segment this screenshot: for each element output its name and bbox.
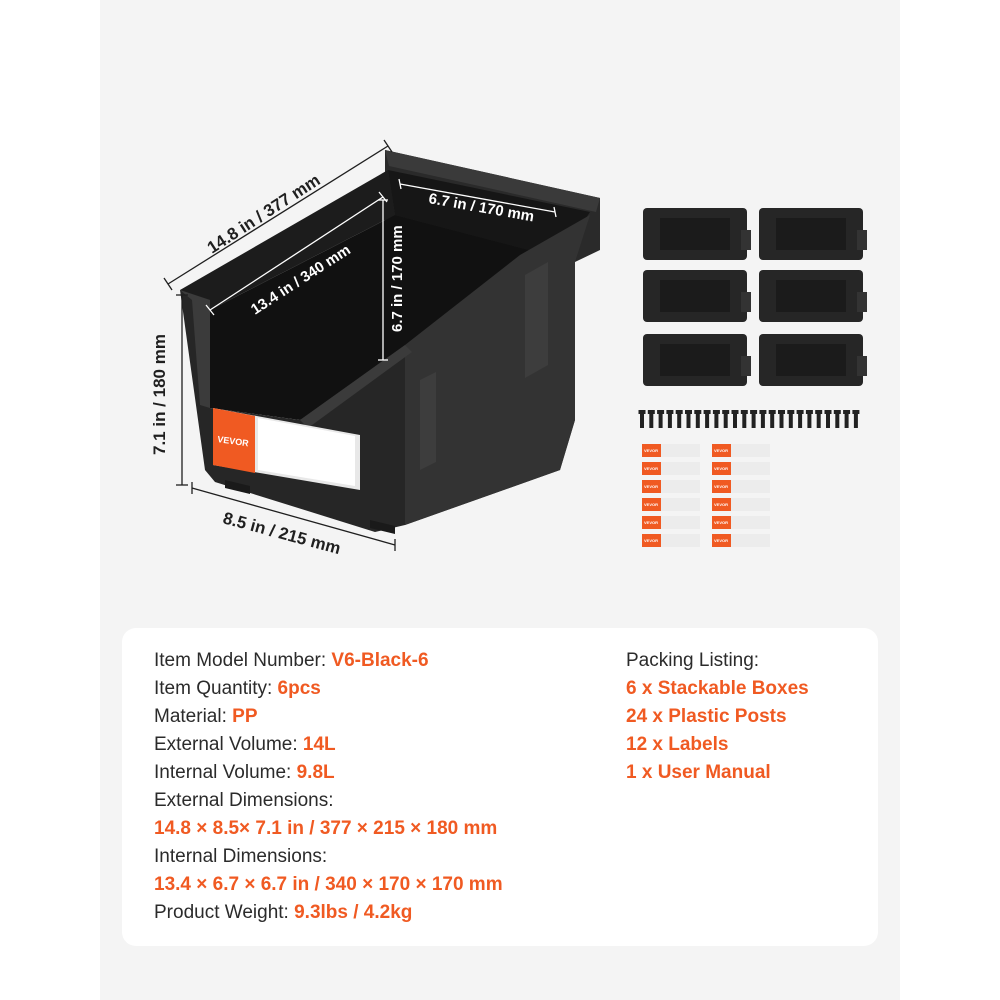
label-sticker: VEVOR [642, 462, 700, 475]
spec-label: Internal Volume: [154, 762, 297, 783]
plastic-post [638, 410, 646, 428]
plastic-post [666, 410, 674, 428]
label-sticker: VEVOR [642, 534, 700, 547]
plastic-post [647, 410, 655, 428]
label-sticker: VEVOR [712, 516, 770, 529]
packing-item: 12 x Labels [626, 734, 729, 755]
plastic-post [685, 410, 692, 428]
spec-row: Item Quantity: 6pcs [154, 677, 321, 701]
spec-label: Item Quantity: [154, 678, 278, 699]
label-brand: VEVOR [644, 502, 658, 507]
labels-group: VEVOR VEVOR VEVOR VEVOR VEVOR VEVOR VEVOR VEVOR… [642, 444, 770, 547]
plastic-post [657, 410, 665, 428]
small-bin [643, 334, 751, 386]
spec-row: Material: PP [154, 705, 258, 729]
label-sticker: VEVOR [642, 498, 700, 511]
spec-row: Item Model Number: V6-Black-6 [154, 649, 429, 673]
label-brand: VEVOR [644, 484, 658, 489]
height-label: 7.1 in / 180 mm [150, 334, 169, 455]
spec-label: Item Model Number: [154, 650, 332, 671]
plastic-post [722, 410, 730, 428]
plastic-posts-group [638, 410, 860, 428]
spec-row: 14.8 × 8.5× 7.1 in / 377 × 215 × 180 mm [154, 818, 498, 839]
label-sticker: VEVOR [642, 516, 700, 529]
packing-item: 6 x Stackable Boxes [626, 678, 809, 699]
small-bin [643, 208, 751, 260]
plastic-post [805, 410, 813, 428]
spec-value: 9.3lbs / 4.2kg [294, 902, 413, 923]
plastic-post [750, 410, 758, 428]
plastic-post [796, 410, 804, 428]
plastic-post [694, 410, 702, 428]
inner-dimension-lines [205, 178, 557, 361]
small-bin [759, 208, 867, 260]
plastic-post [703, 410, 711, 428]
dimension-lines [163, 139, 396, 551]
plastic-post [852, 410, 860, 428]
label-brand: VEVOR [714, 538, 728, 543]
spec-row: Internal Volume: 9.8L [154, 761, 335, 785]
spec-row: 13.4 × 6.7 × 6.7 in / 340 × 170 × 170 mm [154, 874, 503, 895]
spec-label: External Dimensions: [154, 790, 334, 811]
product-illustration: VEVOR 14.8 in / 377 mm 7.1 in / 180 [150, 139, 867, 558]
spec-value: 14L [302, 734, 336, 755]
spec-row: Internal Dimensions: [154, 845, 327, 869]
label-brand: VEVOR [714, 484, 728, 489]
plastic-post [778, 410, 785, 428]
spec-value: 6pcs [277, 678, 321, 699]
label-sticker: VEVOR [642, 480, 700, 493]
label-sticker: VEVOR [712, 480, 770, 493]
label-brand: VEVOR [644, 448, 658, 453]
spec-row: External Volume: 14L [154, 733, 336, 757]
label-sticker: VEVOR [712, 498, 770, 511]
spec-row: External Dimensions: [154, 789, 334, 813]
label-sticker: VEVOR [712, 444, 770, 457]
label-sticker: VEVOR [712, 534, 770, 547]
plastic-post [731, 410, 739, 428]
spec-label: External Volume: [154, 734, 303, 755]
plastic-post [815, 410, 823, 428]
label-sticker: VEVOR [712, 462, 770, 475]
spec-value: PP [232, 706, 258, 727]
spec-row: Product Weight: 9.3lbs / 4.2kg [154, 901, 412, 925]
plastic-post [740, 410, 748, 428]
plastic-post [675, 410, 683, 428]
brand-logo: VEVOR [217, 434, 250, 448]
label-brand: VEVOR [644, 520, 658, 525]
spec-value: 9.8L [296, 762, 335, 783]
spec-label: Internal Dimensions: [154, 846, 328, 867]
packing-item: 1 x User Manual [626, 762, 771, 783]
label-sticker: VEVOR [642, 444, 700, 457]
small-bin [759, 334, 867, 386]
label-brand: VEVOR [714, 502, 728, 507]
packing-item: 24 x Plastic Posts [626, 706, 787, 727]
label-brand: VEVOR [714, 520, 728, 525]
packing-title: Packing Listing: [626, 650, 760, 671]
small-bin [759, 270, 867, 322]
inner-height-label: 6.7 in / 170 mm [389, 225, 406, 332]
plastic-post [843, 410, 851, 428]
plastic-post [824, 410, 832, 428]
label-brand: VEVOR [644, 466, 658, 471]
plastic-post [768, 410, 776, 428]
storage-bin-image: VEVOR [180, 150, 600, 534]
small-bin [643, 270, 751, 322]
label-brand: VEVOR [714, 466, 728, 471]
label-brand: VEVOR [644, 538, 658, 543]
plastic-post [759, 410, 767, 428]
spec-value: V6-Black-6 [331, 650, 429, 671]
plastic-post [712, 410, 720, 428]
plastic-post [833, 410, 841, 428]
small-bins-group [643, 208, 867, 386]
label-brand: VEVOR [714, 448, 728, 453]
plastic-post [787, 410, 795, 428]
spec-label: Product Weight: [154, 902, 295, 923]
spec-label: Material: [154, 706, 233, 727]
